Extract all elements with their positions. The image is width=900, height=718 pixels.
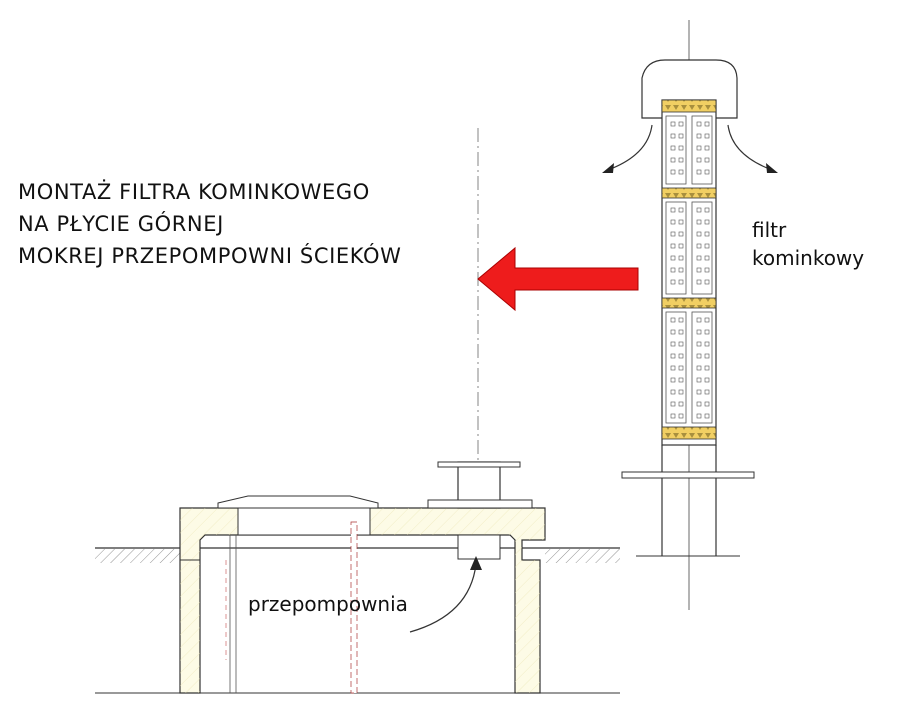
filter-cartridge — [691, 115, 713, 185]
filter-label-line-2: kominkowy — [752, 246, 865, 270]
filter-cartridge — [665, 201, 687, 295]
title-line-1: MONTAŻ FILTRA KOMINKOWEGO — [18, 180, 370, 204]
title-line-2: NA PŁYCIE GÓRNEJ — [18, 212, 224, 236]
filter-cartridge — [665, 115, 687, 185]
pumping-station — [179, 461, 546, 694]
filter-cartridge — [691, 201, 713, 295]
station-label: przepompownia — [248, 592, 408, 616]
mounting-arrow — [477, 246, 639, 312]
ground-line — [95, 547, 620, 563]
chimney-filter — [602, 20, 778, 610]
title-line-3: MOKREJ PRZEPOMPOWNI ŚCIEKÓW — [18, 244, 402, 268]
station-pointer-arrow — [409, 563, 477, 633]
filter-label-line-1: filtr — [752, 218, 787, 242]
filter-cartridge — [665, 311, 687, 424]
filter-cartridge — [691, 311, 713, 424]
